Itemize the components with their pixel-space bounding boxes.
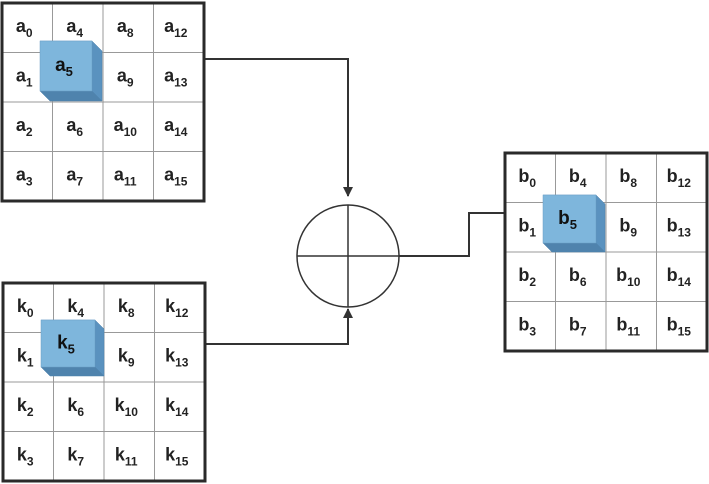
matrix-cell: a11 bbox=[114, 164, 137, 188]
cube-a5: a5 bbox=[39, 40, 103, 102]
matrix-cell: a7 bbox=[66, 164, 83, 188]
matrix-cell: a1 bbox=[16, 65, 33, 89]
matrix-cell: b10 bbox=[616, 265, 641, 289]
matrix-cell: k11 bbox=[115, 444, 138, 468]
matrix-cell: b3 bbox=[518, 314, 536, 338]
matrix-cell: b13 bbox=[667, 215, 692, 239]
matrix-cell: a4 bbox=[66, 16, 83, 40]
matrix-cell: b11 bbox=[616, 314, 640, 338]
matrix-cell: b7 bbox=[569, 314, 587, 338]
matrix-cell: k8 bbox=[118, 296, 135, 320]
matrix-b-grid: b0 b4 b8 b12 b1 b5 b9 b13 b2 b6 b10 b14 b3 b7 b11 b15 bbox=[503, 151, 709, 353]
matrix-cell: a3 bbox=[16, 164, 33, 188]
matrix-cell: b4 bbox=[569, 166, 587, 190]
matrix-cell: a15 bbox=[164, 164, 188, 188]
highlight-label: k5 bbox=[57, 333, 75, 357]
matrix-cell: k2 bbox=[17, 395, 34, 419]
matrix-cell: a9 bbox=[117, 65, 134, 89]
matrix-cell: k9 bbox=[118, 345, 135, 369]
matrix-cell: a0 bbox=[16, 16, 33, 40]
matrix-cell: k13 bbox=[165, 345, 189, 369]
matrix-cell: b6 bbox=[569, 265, 587, 289]
matrix-cell: a13 bbox=[164, 65, 188, 89]
grid-border bbox=[0, 1, 206, 203]
matrix-cell: a6 bbox=[66, 115, 83, 139]
matrix-cell: k7 bbox=[67, 444, 84, 468]
matrix-cell: b14 bbox=[667, 265, 692, 289]
highlight-label: b5 bbox=[558, 208, 577, 232]
matrix-cell: a14 bbox=[164, 115, 188, 139]
matrix-cell: k15 bbox=[165, 444, 189, 468]
matrix-cell: k10 bbox=[115, 395, 139, 419]
matrix-cell: k0 bbox=[17, 296, 34, 320]
matrix-cell: k4 bbox=[67, 296, 84, 320]
matrix-cell: k1 bbox=[17, 345, 34, 369]
matrix-cell: b2 bbox=[518, 265, 536, 289]
matrix-cell: k14 bbox=[165, 395, 189, 419]
matrix-cell: k12 bbox=[165, 296, 189, 320]
matrix-cell: b15 bbox=[667, 314, 692, 338]
matrix-cell: b1 bbox=[518, 215, 536, 239]
matrix-cell: k6 bbox=[67, 395, 84, 419]
matrix-cell: b12 bbox=[667, 166, 692, 190]
matrix-cell: b9 bbox=[619, 215, 637, 239]
matrix-cell: a8 bbox=[117, 16, 134, 40]
matrix-cell: b0 bbox=[518, 166, 536, 190]
matrix-cell: a10 bbox=[114, 115, 138, 139]
matrix-cell: b8 bbox=[619, 166, 637, 190]
highlight-cubes: a5 k5 b5 bbox=[39, 40, 606, 377]
grid-border bbox=[1, 281, 207, 483]
cube-b5: b5 bbox=[542, 194, 606, 253]
matrix-cell: a2 bbox=[16, 115, 33, 139]
cube-k5: k5 bbox=[40, 319, 105, 377]
grid-border bbox=[503, 151, 709, 353]
xor-operator bbox=[296, 204, 400, 308]
matrix-a-grid: a0 a4 a8 a12 a1 a5 a9 a13 a2 a6 a10 a14 a3 a7 a11 a15 bbox=[0, 1, 206, 203]
highlight-label: a5 bbox=[55, 55, 73, 79]
matrix-k-grid: k0 k4 k8 k12 k1 k5 k9 k13 k2 k6 k10 k14 k3 k7 k11 k15 bbox=[1, 281, 207, 483]
matrix-cell: k3 bbox=[17, 444, 34, 468]
matrix-cell: a12 bbox=[164, 16, 188, 40]
